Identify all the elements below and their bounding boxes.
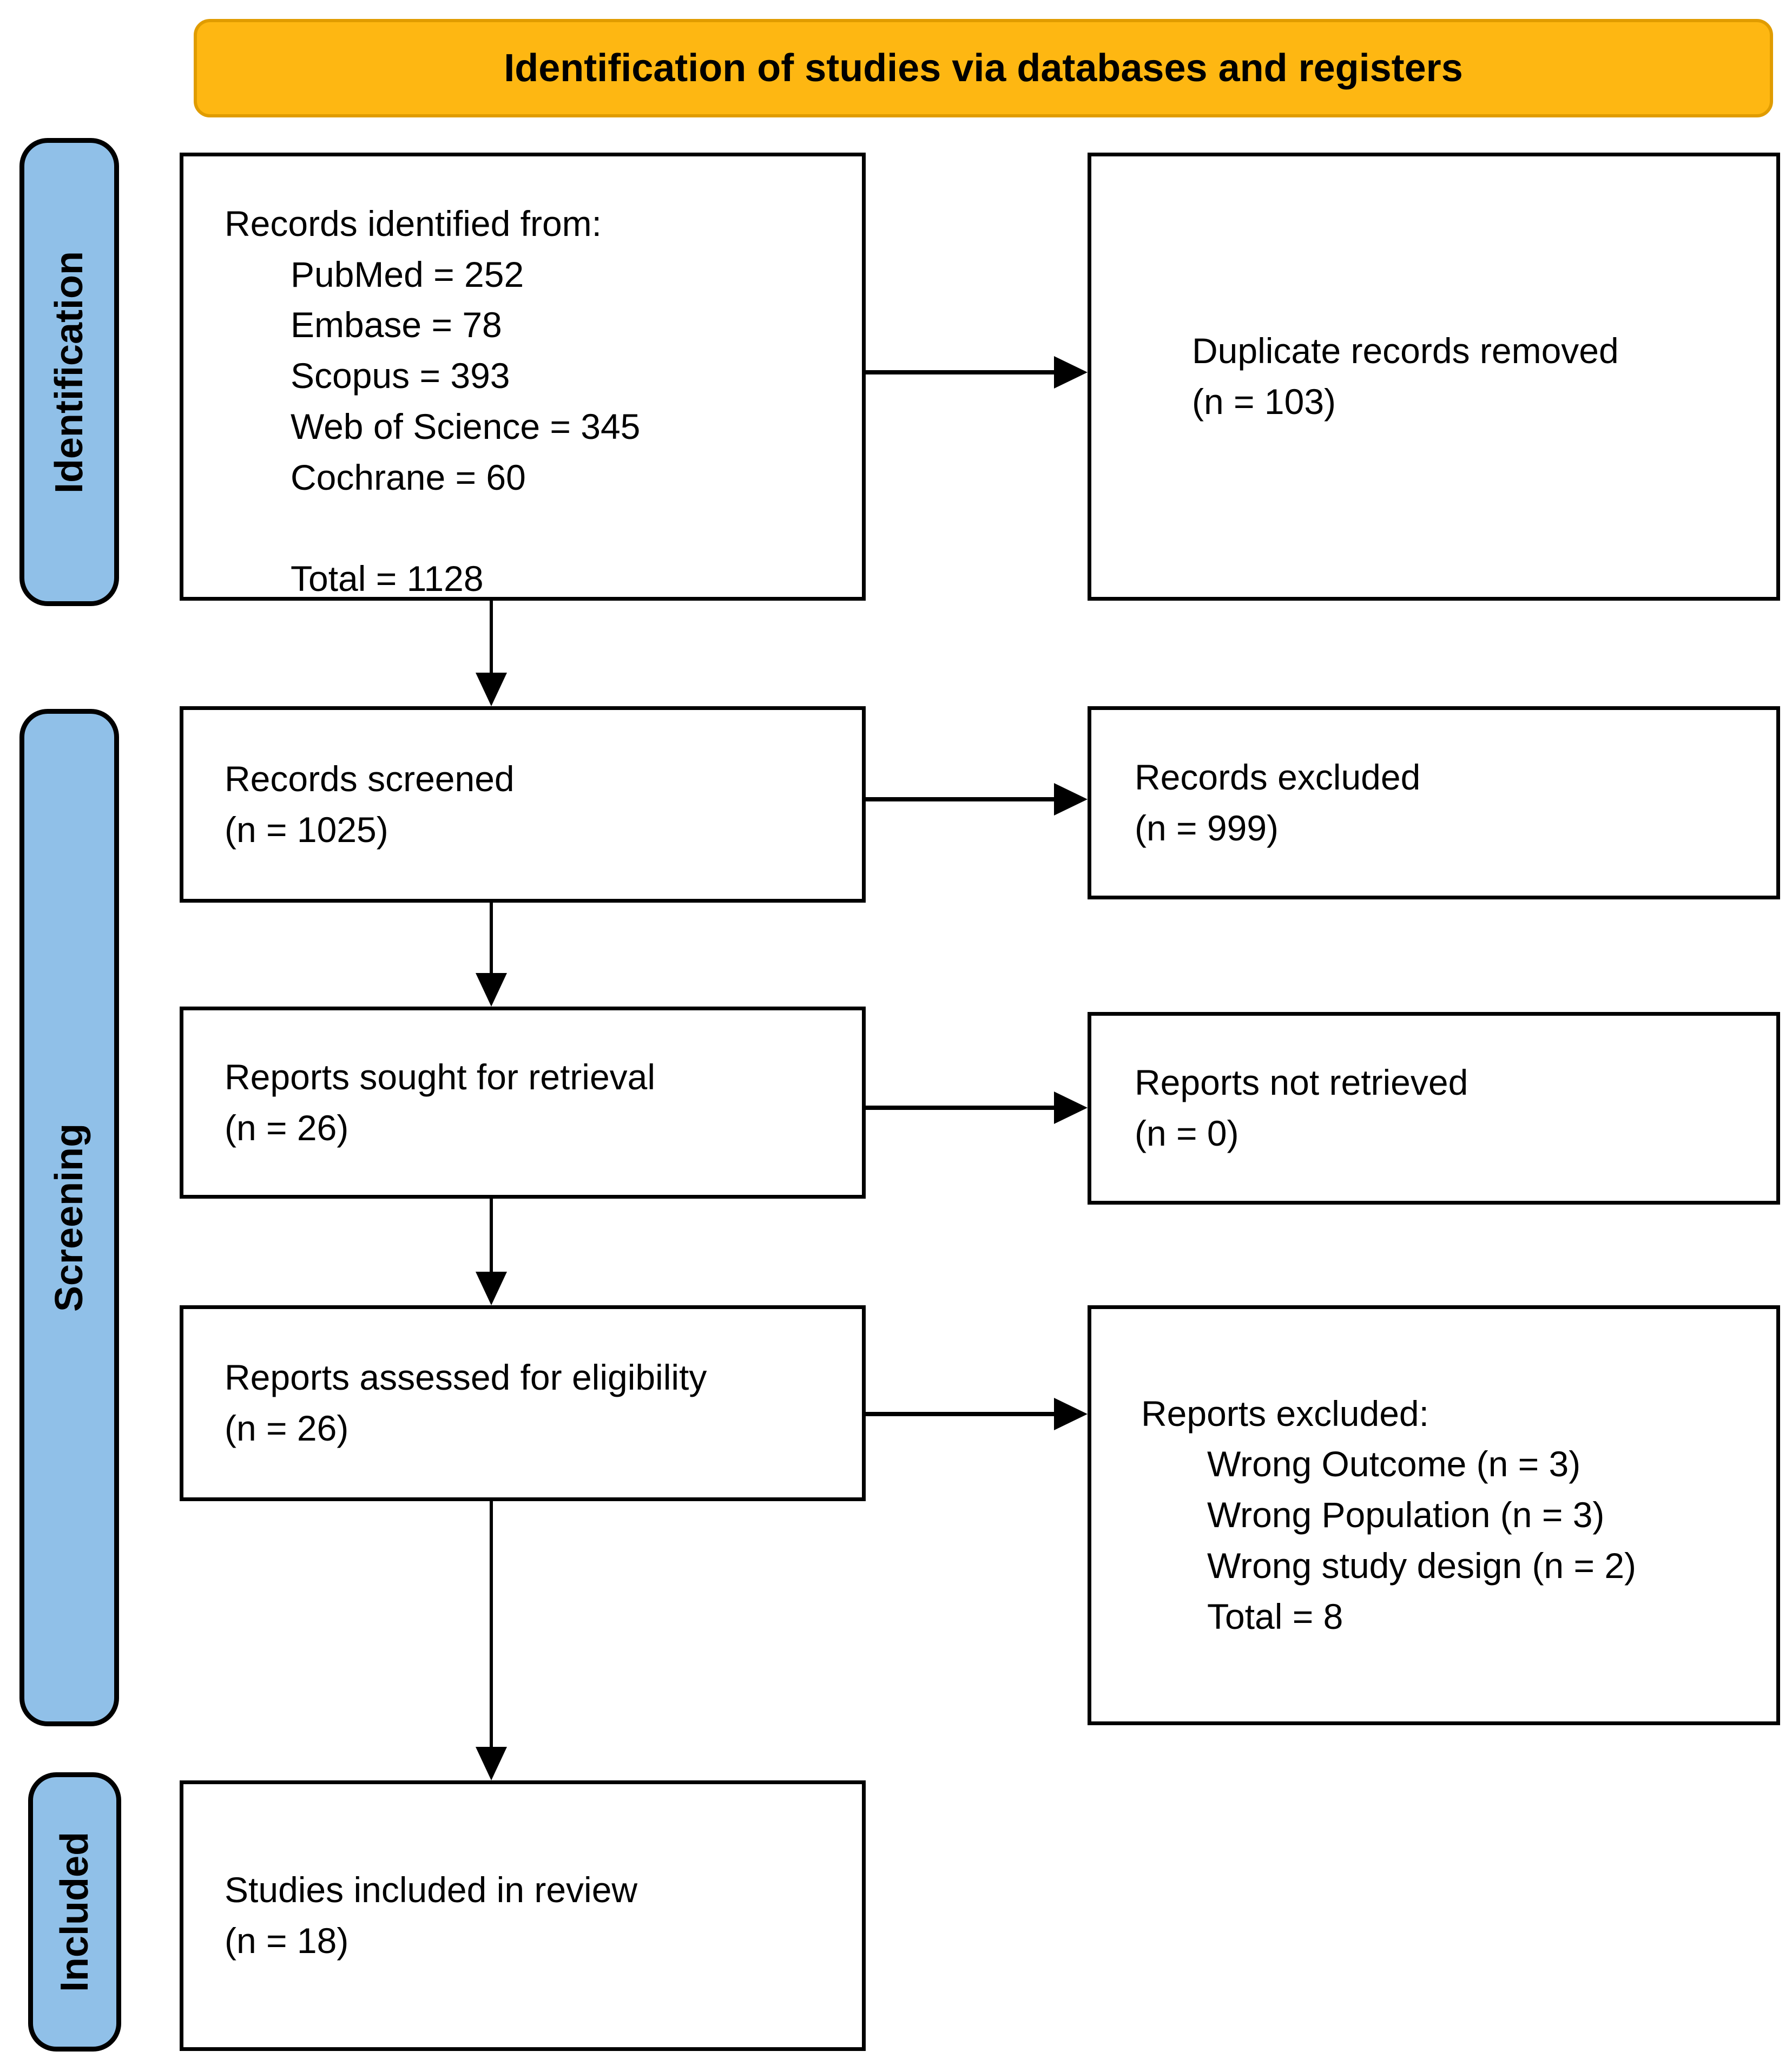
stage-bar-included: Included [28,1772,121,2052]
arrowhead-right-icon [1054,1398,1088,1430]
box-studies-included: Studies included in review (n = 18) [180,1780,866,2051]
connector-sought-to-assessed [490,1199,493,1274]
records-identified-source: Cochrane = 60 [291,457,526,497]
stage-label-identification: Identification [48,251,91,494]
box-duplicate-records-removed: Duplicate records removed (n = 103) [1088,153,1780,601]
records-excluded-count: (n = 999) [1135,807,1279,848]
studies-included-count: (n = 18) [225,1921,349,1961]
box-reports-assessed: Reports assessed for eligibility (n = 26… [180,1305,866,1501]
reports-excluded-total: Total = 8 [1207,1596,1343,1636]
arrowhead-right-icon [1054,356,1088,389]
arrowhead-down-icon [476,1272,507,1305]
title-banner-label: Identification of studies via databases … [504,47,1463,90]
box-records-identified: Records identified from: PubMed = 252 Em… [180,153,866,601]
studies-included-label: Studies included in review [225,1870,638,1910]
records-identified-source: Scopus = 393 [291,356,510,396]
connector-screened-to-excluded [866,797,1056,801]
reports-excluded-reason: Wrong Population (n = 3) [1207,1495,1605,1535]
connector-assessed-to-included [490,1501,493,1749]
reports-not-retrieved-count: (n = 0) [1135,1113,1239,1153]
connector-screened-to-sought [490,903,493,975]
box-reports-not-retrieved: Reports not retrieved (n = 0) [1088,1012,1780,1205]
connector-assessed-to-excluded [866,1412,1056,1416]
reports-sought-label: Reports sought for retrieval [225,1056,656,1097]
spacer-line [225,503,840,554]
stage-bar-screening: Screening [19,709,119,1726]
stage-label-included: Included [53,1831,96,1993]
arrowhead-down-icon [476,973,507,1007]
reports-excluded-reason: Wrong Outcome (n = 3) [1207,1444,1581,1484]
stage-label-screening: Screening [48,1123,91,1312]
reports-assessed-label: Reports assessed for eligibility [225,1357,707,1398]
reports-excluded-reason: Wrong study design (n = 2) [1207,1545,1637,1586]
stage-bar-identification: Identification [19,138,119,606]
duplicates-removed-count: (n = 103) [1192,382,1336,422]
reports-excluded-title: Reports excluded: [1141,1393,1429,1434]
box-reports-sought: Reports sought for retrieval (n = 26) [180,1007,866,1199]
records-identified-total: Total = 1128 [291,558,484,599]
records-screened-label: Records screened [225,758,515,799]
records-identified-source: Web of Science = 345 [291,406,641,446]
arrowhead-down-icon [476,673,507,706]
connector-sought-to-not-retrieved [866,1106,1056,1110]
connector-identified-to-duplicates [866,370,1056,374]
arrowhead-right-icon [1054,783,1088,816]
arrowhead-right-icon [1054,1092,1088,1124]
box-reports-excluded: Reports excluded: Wrong Outcome (n = 3) … [1088,1305,1780,1725]
reports-sought-count: (n = 26) [225,1107,349,1148]
reports-not-retrieved-label: Reports not retrieved [1135,1062,1468,1103]
reports-assessed-count: (n = 26) [225,1408,349,1448]
box-records-excluded: Records excluded (n = 999) [1088,706,1780,899]
records-identified-source: Embase = 78 [291,305,502,345]
title-banner: Identification of studies via databases … [194,19,1773,117]
box-records-screened: Records screened (n = 1025) [180,706,866,903]
duplicates-removed-label: Duplicate records removed [1192,331,1619,371]
records-identified-source: PubMed = 252 [291,254,524,294]
records-excluded-label: Records excluded [1135,757,1421,797]
arrowhead-down-icon [476,1747,507,1780]
records-screened-count: (n = 1025) [225,809,388,850]
records-identified-title: Records identified from: [225,203,602,244]
connector-identified-to-screened [490,601,493,675]
